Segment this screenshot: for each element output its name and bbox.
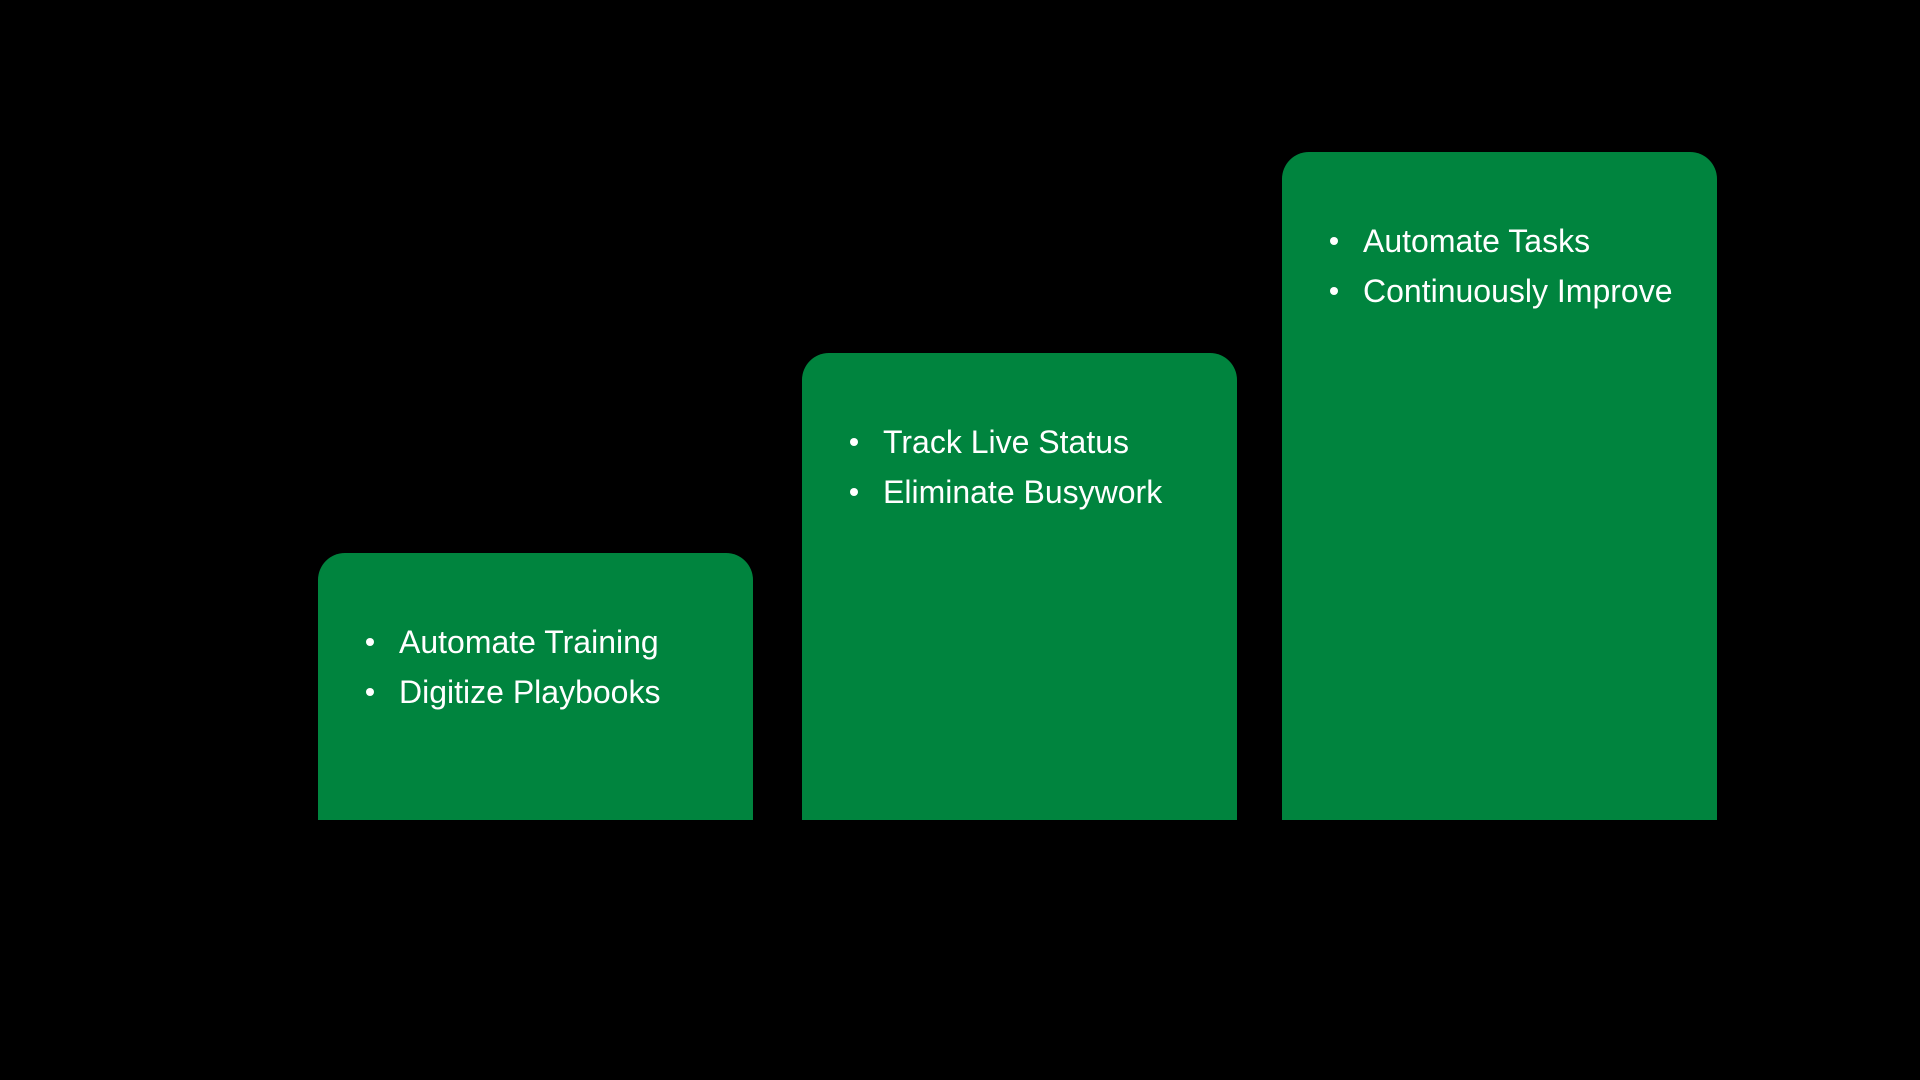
bullet-dot-icon (1330, 287, 1338, 295)
stage-1-bar: Automate Training Digitize Playbooks (318, 553, 753, 820)
bullet-item: Automate Tasks (1282, 216, 1717, 266)
stage-1-bullet-list: Automate Training Digitize Playbooks (318, 553, 753, 717)
bullet-dot-icon (850, 488, 858, 496)
bullet-dot-icon (366, 638, 374, 646)
bullet-label: Eliminate Busywork (883, 474, 1163, 510)
bullet-label: Digitize Playbooks (399, 674, 661, 710)
stage-3-bar: Automate Tasks Continuously Improve (1282, 152, 1717, 820)
bullet-item: Automate Training (318, 617, 753, 667)
bullet-label: Automate Training (399, 624, 659, 660)
bullet-dot-icon (850, 438, 858, 446)
bullet-label: Continuously Improve (1363, 273, 1673, 309)
stage-2-bullet-list: Track Live Status Eliminate Busywork (802, 353, 1237, 517)
bullet-label: Track Live Status (883, 424, 1130, 460)
stage-3-bullet-list: Automate Tasks Continuously Improve (1282, 152, 1717, 316)
bullet-dot-icon (366, 688, 374, 696)
bullet-item: Digitize Playbooks (318, 667, 753, 717)
stage-2-bar: Track Live Status Eliminate Busywork (802, 353, 1237, 820)
bullet-item: Continuously Improve (1282, 266, 1717, 316)
bullet-label: Automate Tasks (1363, 223, 1591, 259)
bullet-item: Eliminate Busywork (802, 467, 1237, 517)
bullet-dot-icon (1330, 237, 1338, 245)
bullet-item: Track Live Status (802, 417, 1237, 467)
